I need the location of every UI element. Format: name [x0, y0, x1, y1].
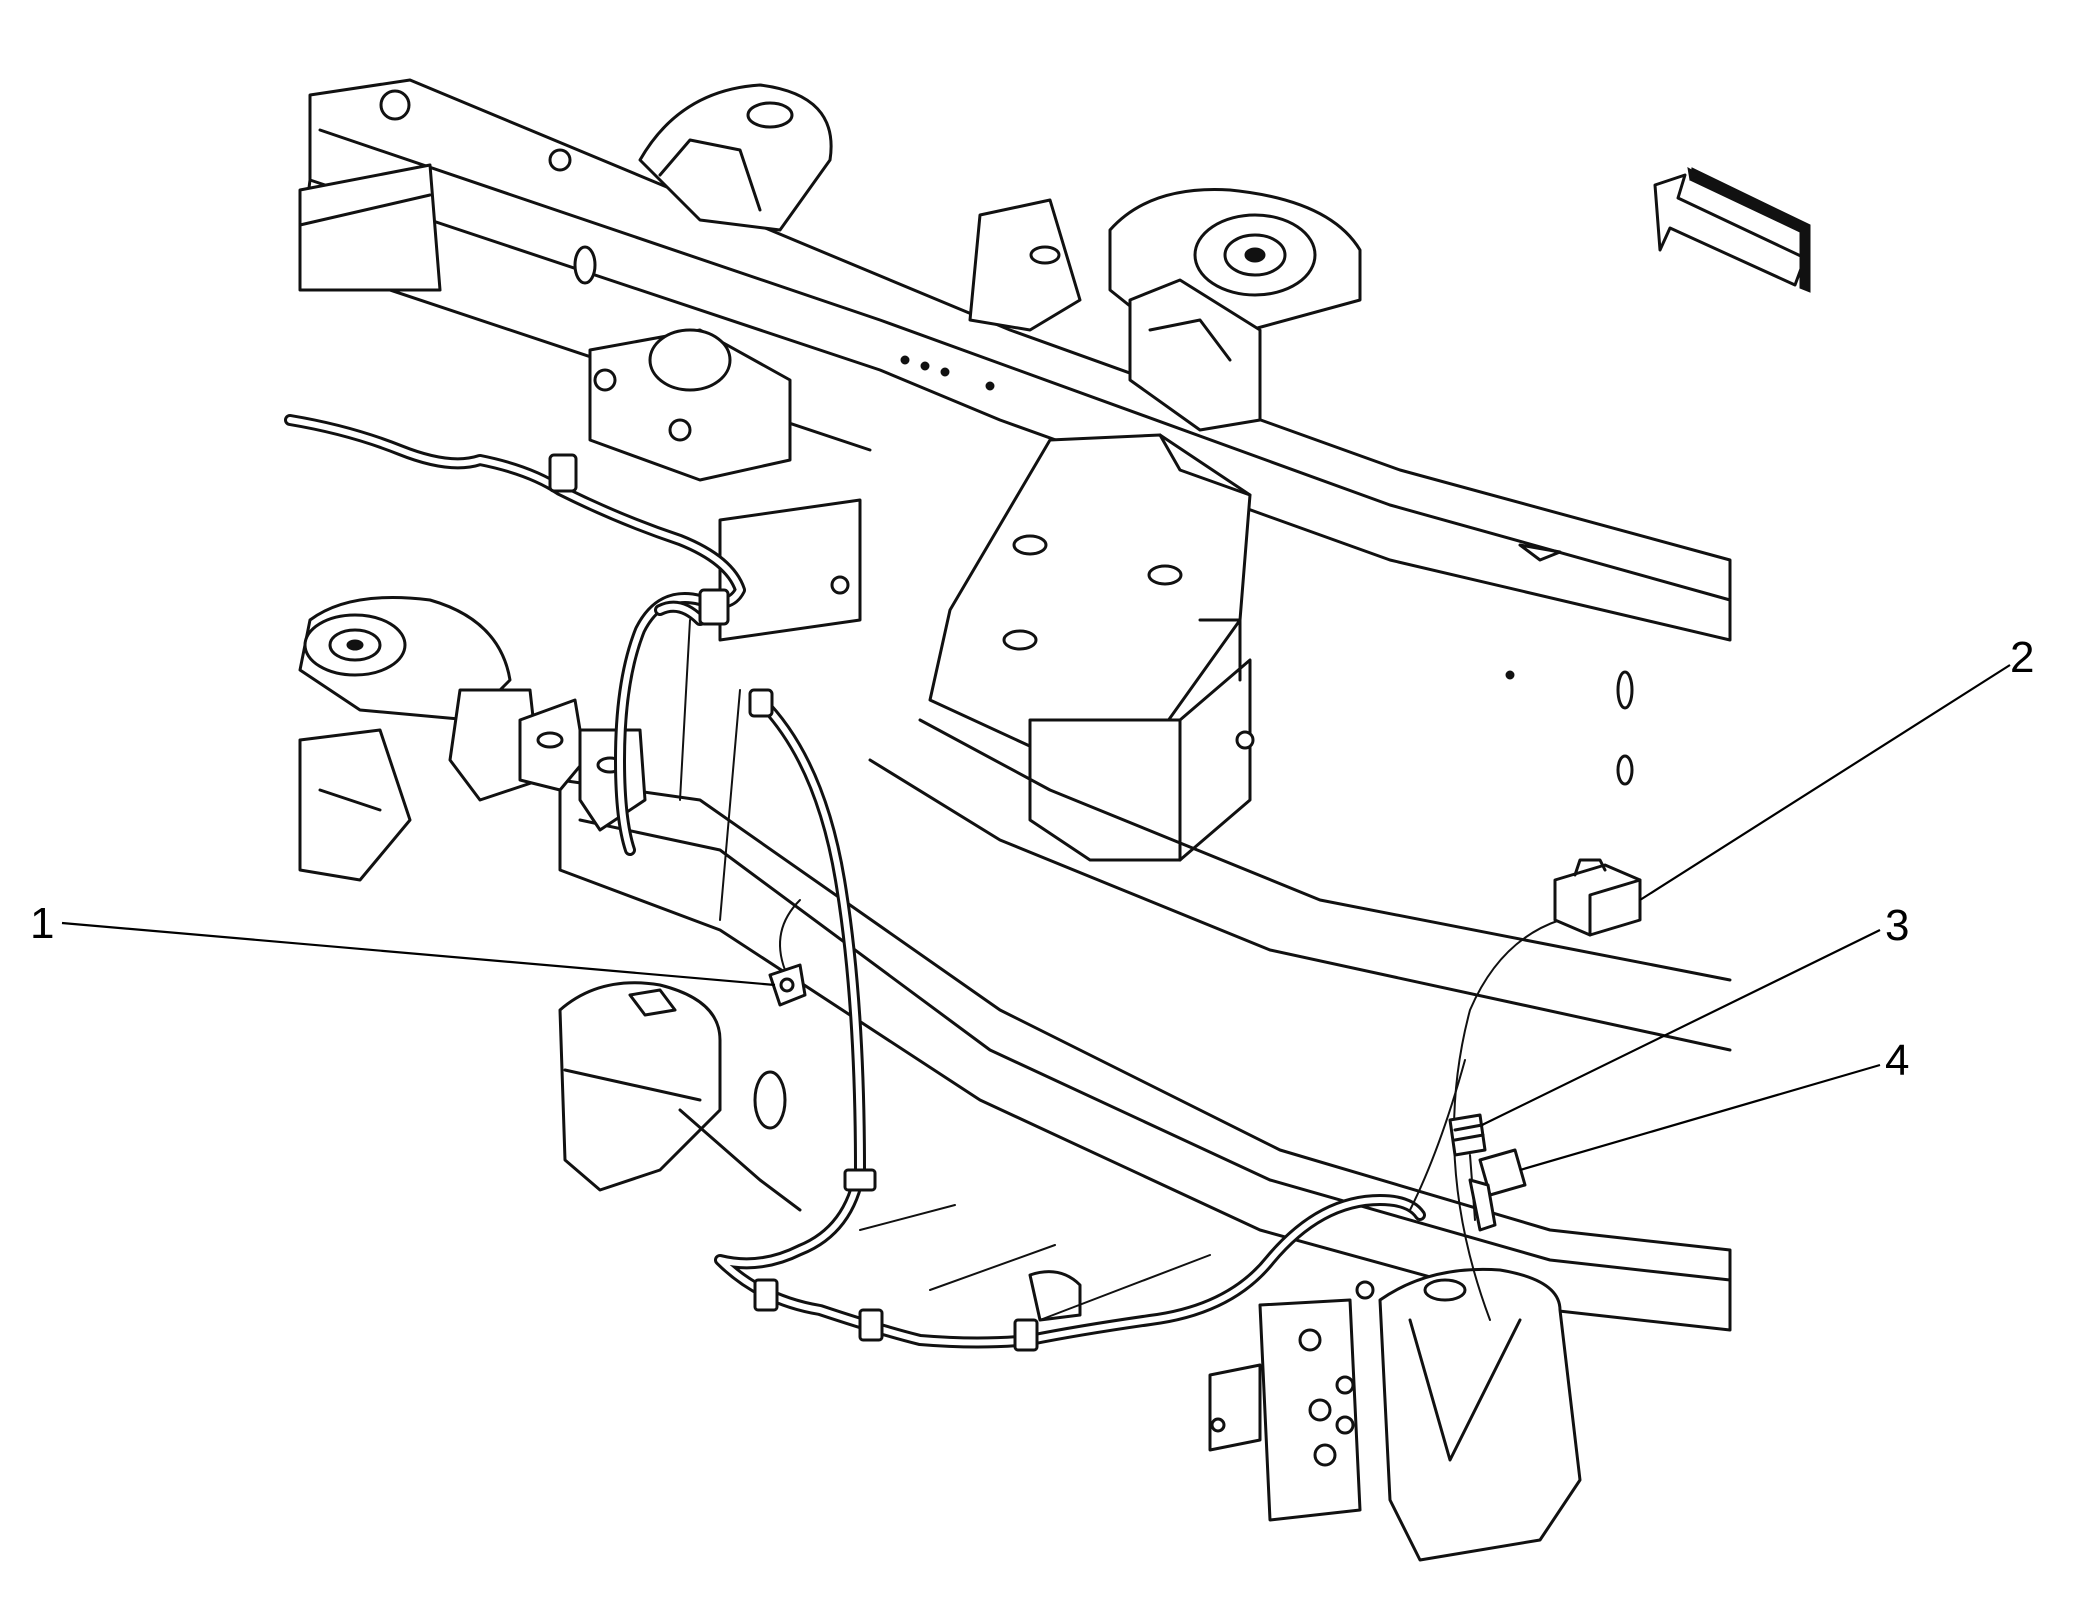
center-crossmember [588, 328, 862, 642]
sensor-component [768, 963, 807, 1007]
leader-line-2 [1639, 664, 2011, 901]
callout-3: 3 [1885, 901, 1909, 950]
rear-crossmember [298, 78, 1732, 786]
callout-1: 1 [30, 899, 54, 948]
leader-line-3 [1481, 929, 1881, 1126]
callout-4: 4 [1885, 1036, 1909, 1085]
left-frame-tube [298, 163, 442, 292]
upper-bracket [968, 198, 1082, 332]
leader-line-4 [1519, 1063, 1881, 1172]
rear-spring-mount [638, 83, 833, 232]
leader-line-1 [61, 921, 776, 987]
front-right-bracket [1208, 1267, 1582, 1562]
connector-component [1448, 1113, 1487, 1221]
center-mount-bracket [928, 433, 1255, 862]
front-left-bracket [558, 981, 802, 1212]
left-spring-seat [298, 596, 512, 882]
callout-2: 2 [2010, 633, 2034, 682]
left-mounting-brackets [448, 688, 647, 832]
connector-component [1409, 858, 1642, 1321]
right-spring-seat [1108, 188, 1362, 432]
harness-clips [548, 453, 1082, 1352]
wiring-harness [284, 414, 1426, 1349]
callout-leaders [61, 664, 2011, 1172]
lower-frame-rail [558, 718, 1732, 1332]
connector-bracket [1468, 1148, 1527, 1232]
forward-arrow-icon [1653, 167, 1811, 293]
callout-labels: 1 2 3 4 [30, 633, 2034, 1085]
